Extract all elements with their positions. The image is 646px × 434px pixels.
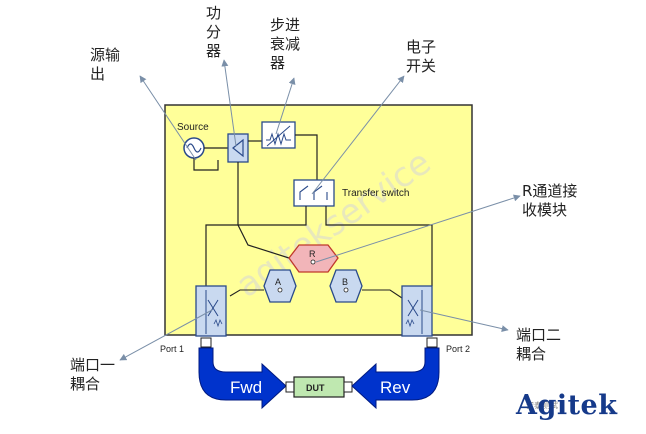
receiver-r — [288, 244, 339, 273]
label-r-receiver: R通道接 收模块 — [522, 182, 578, 219]
label-power-splitter: 功 分 器 — [206, 4, 222, 60]
rev-arrow — [351, 347, 440, 410]
callout-splitter — [221, 59, 237, 147]
callout-port1 — [119, 309, 213, 361]
rev-label: Rev — [380, 378, 411, 397]
line-switch-to-port2 — [325, 206, 433, 286]
line-switch-to-port1 — [205, 206, 307, 286]
receiver-a-label: A — [275, 277, 281, 287]
label-electronic-switch: 电子 开关 — [406, 38, 437, 75]
source-label: Source — [177, 122, 209, 133]
port2-coupler — [401, 285, 433, 337]
fwd-arrow — [198, 347, 287, 410]
splitter-triangle-icon — [232, 138, 244, 158]
port1-connector — [200, 337, 212, 348]
receiver-b-label: B — [342, 277, 348, 287]
agitek-logo: Agitek — [516, 390, 618, 421]
brand-subtitle: 安泰测试 — [526, 401, 558, 410]
dut-label: DUT — [306, 383, 325, 393]
port1-label: Port 1 — [160, 344, 184, 354]
callout-port2 — [419, 309, 509, 333]
label-step-attenuator: 步进 衰减 器 — [270, 16, 301, 72]
callout-receiver-r — [315, 194, 521, 263]
attenuator-resistor-icon — [266, 132, 291, 146]
port2-connector — [426, 337, 438, 348]
receiver-r-label: R — [309, 249, 316, 259]
receiver-b — [329, 269, 363, 303]
label-port2-coupler: 端口二 耦合 — [516, 326, 562, 363]
label-source-output: 源输 出 — [90, 46, 121, 83]
callout-source — [139, 75, 197, 161]
fwd-label: Fwd — [230, 378, 262, 397]
power-splitter-box — [227, 133, 249, 163]
receiver-a — [263, 269, 297, 303]
callout-attenuator — [275, 77, 296, 135]
label-port1-coupler: 端口一 耦合 — [70, 356, 116, 393]
callout-switch — [311, 75, 405, 195]
sine-wave-icon — [186, 143, 202, 153]
transfer-switch-label: Transfer switch — [342, 188, 409, 199]
port2-label: Port 2 — [446, 344, 470, 354]
